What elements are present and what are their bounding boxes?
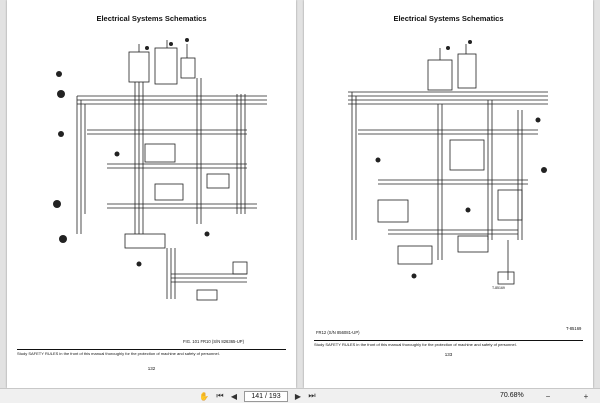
zoom-out-icon[interactable]: − (545, 391, 551, 401)
wiring-schematic-left (53, 38, 267, 301)
document-viewport[interactable]: Electrical Systems Schematics (0, 0, 600, 388)
page-title: Electrical Systems Schematics (393, 14, 504, 23)
wiring-schematic-right (348, 40, 548, 285)
reference-code: T-85169 (566, 326, 582, 331)
prev-page-icon[interactable]: ◀ (230, 391, 238, 401)
last-page-icon[interactable]: ⏭ (308, 391, 316, 400)
page-title: Electrical Systems Schematics (96, 14, 207, 23)
safety-footer: Study SAFETY RULES in the front of this … (17, 351, 220, 356)
small-note: T-85169 (492, 286, 505, 290)
safety-footer: Study SAFETY RULES in the front of this … (314, 342, 517, 347)
next-page-icon[interactable]: ▶ (294, 391, 302, 401)
page-number-input[interactable] (244, 391, 288, 402)
pan-icon[interactable]: ✋ (199, 391, 209, 401)
page-132: Electrical Systems Schematics (7, 0, 296, 388)
footer-rule (17, 349, 286, 350)
page-number: 133 (444, 352, 453, 357)
page-number: 132 (147, 366, 156, 371)
figure-caption: FIG. 101 FR10 (S/N 826365-UP) (183, 339, 244, 344)
first-page-icon[interactable]: ⏮ (216, 391, 224, 400)
figure-caption: FR12 (S/N 856081-UP) (316, 330, 360, 335)
viewer-toolbar: ✋ ⏮ ◀ ▶ ⏭ 70.68% − + (0, 388, 600, 403)
zoom-level: 70.68% (500, 392, 524, 399)
page-133: Electrical Systems Schematics (304, 0, 593, 388)
footer-rule (314, 340, 583, 341)
zoom-in-icon[interactable]: + (583, 391, 589, 401)
